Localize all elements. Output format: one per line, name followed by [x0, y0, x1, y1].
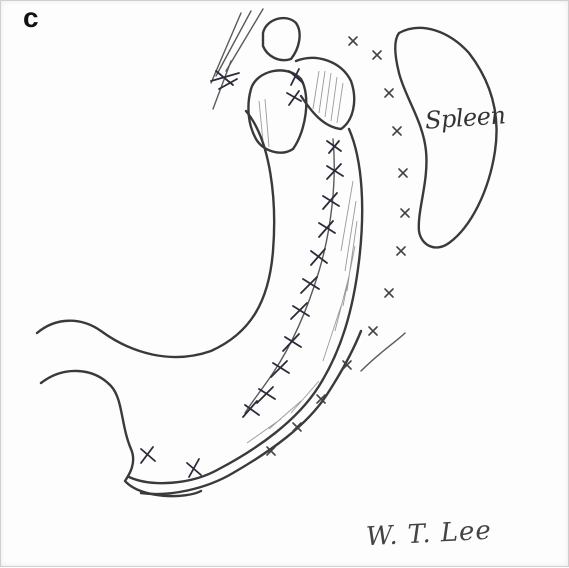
resection-margin-marks — [267, 37, 409, 455]
spleen-label: Spleen — [424, 101, 506, 135]
greater-curvature-outline — [129, 129, 362, 483]
antrum-sutures — [141, 447, 201, 477]
gastric-tube-outer-wall — [141, 331, 361, 494]
antrum-outline — [41, 371, 201, 496]
spleen-outline — [395, 28, 496, 248]
staple-line — [245, 139, 334, 413]
esophagus-vessels — [211, 9, 263, 109]
staple-line-sutures — [243, 141, 343, 417]
gastric-fundus — [248, 18, 354, 153]
lesser-curvature-outline — [37, 111, 274, 357]
